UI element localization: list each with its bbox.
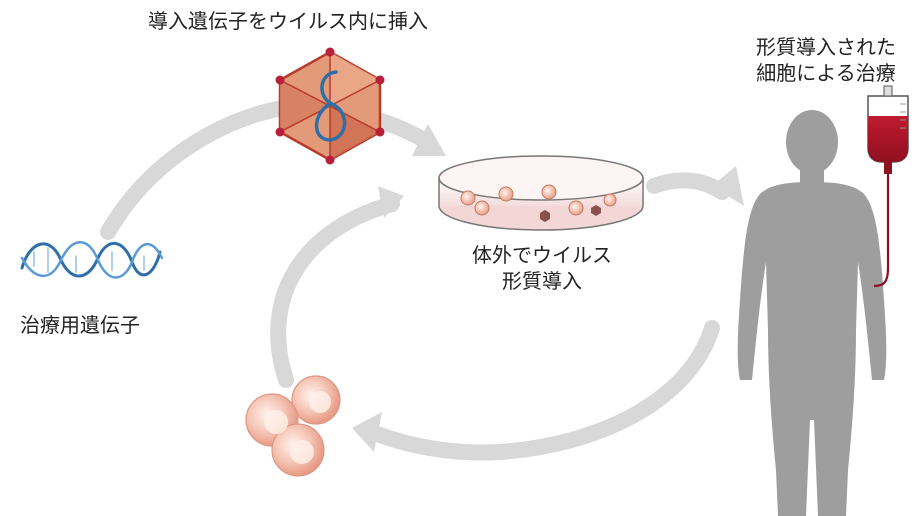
arrow-patient-to-cells <box>364 320 720 461</box>
label-transduced-line1: 形質導入された <box>756 35 896 59</box>
iv-blood-bag-icon <box>867 85 909 288</box>
label-ex-vivo-line2: 形質導入 <box>502 269 582 293</box>
label-virus-insert: 導入遺伝子をウイルス内に挿入 <box>148 9 428 33</box>
label-transduced-cells: 形質導入された 細胞による治療 <box>738 34 914 86</box>
petri-dish-icon <box>438 155 644 231</box>
label-therapeutic-gene: 治療用遺伝子 <box>20 313 140 337</box>
label-ex-vivo: 体外でウイルス 形質導入 <box>444 242 640 294</box>
arrow-cells-to-dish <box>270 196 400 388</box>
arrow-virus-to-dish <box>370 112 436 150</box>
cycle-arrows <box>100 100 730 461</box>
arrow-dna-to-virus <box>100 100 290 240</box>
dna-helix-icon <box>20 241 164 279</box>
cell-cluster-icon <box>245 375 341 477</box>
arrow-dish-to-patient <box>646 172 730 200</box>
arrowheads <box>352 124 744 452</box>
label-ex-vivo-line1: 体外でウイルス <box>472 243 612 267</box>
human-silhouette-icon <box>737 110 887 516</box>
label-transduced-line2: 細胞による治療 <box>756 61 896 85</box>
virus-capsid-icon <box>275 47 385 165</box>
